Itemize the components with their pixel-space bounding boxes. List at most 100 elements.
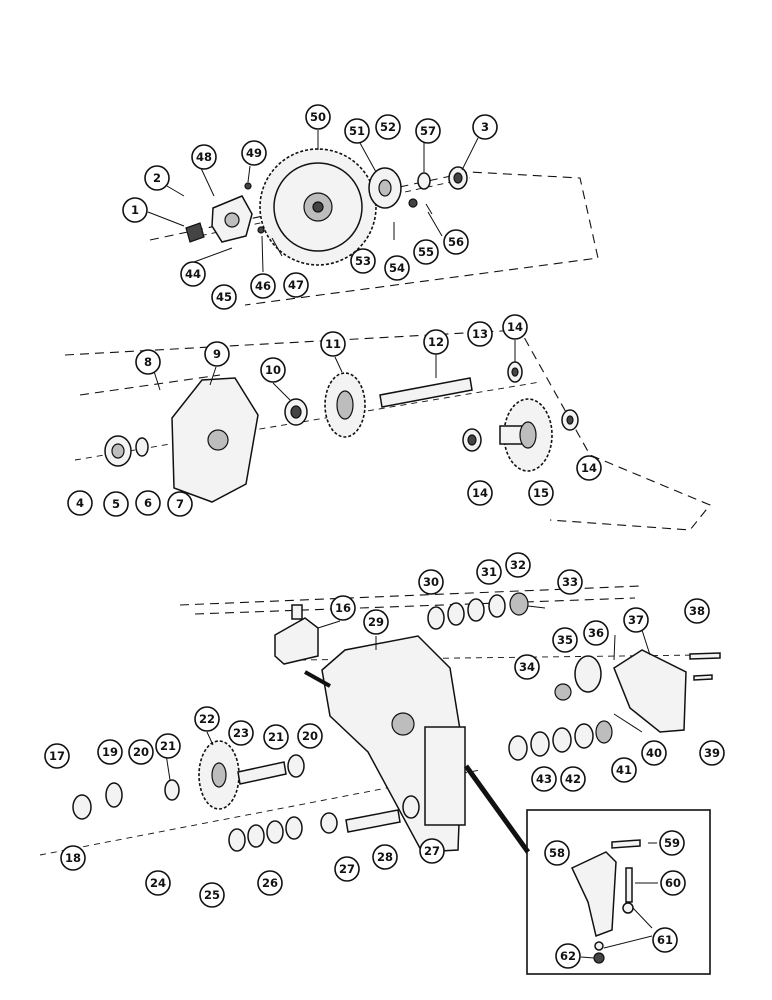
callout-10: 10: [260, 357, 286, 383]
callout-33: 33: [557, 569, 583, 595]
callout-17: 17: [44, 743, 70, 769]
svg-text:7: 7: [176, 497, 184, 511]
ring-part-41: [595, 720, 613, 744]
svg-text:54: 54: [389, 261, 405, 275]
svg-text:32: 32: [510, 558, 526, 572]
sprocket-assembly: [149, 148, 599, 306]
svg-text:14: 14: [581, 461, 597, 475]
shim-set-part-42: [508, 723, 594, 761]
callout-62: 62: [555, 943, 581, 969]
shaft-part-12: [379, 377, 473, 408]
svg-text:52: 52: [380, 120, 396, 134]
callout-24: 24: [145, 870, 171, 896]
nut-part-55: [408, 198, 418, 208]
callout-28: 28: [372, 844, 398, 870]
svg-text:56: 56: [448, 235, 464, 249]
callout-21-left: 21: [155, 733, 181, 759]
bearing-part-3: [448, 166, 468, 190]
ring-part-32: [509, 592, 529, 616]
cap-part-18: [72, 794, 92, 820]
callout-45: 45: [211, 284, 237, 310]
bearing-part-14-left: [462, 428, 482, 452]
sprocket-part-50: [259, 148, 377, 266]
svg-text:3: 3: [481, 120, 489, 134]
callout-47: 47: [283, 272, 309, 298]
bearing-part-21-left: [164, 779, 180, 801]
callout-14-left: 14: [467, 480, 493, 506]
shaft-part-28: [345, 809, 401, 833]
callout-27-left: 27: [334, 856, 360, 882]
svg-text:9: 9: [213, 347, 221, 361]
svg-text:10: 10: [265, 363, 281, 377]
svg-text:19: 19: [102, 745, 118, 759]
callout-35: 35: [552, 627, 578, 653]
svg-text:35: 35: [557, 633, 573, 647]
callout-46: 46: [250, 273, 276, 299]
callout-8: 8: [135, 349, 161, 375]
svg-text:55: 55: [418, 245, 434, 259]
svg-text:14: 14: [472, 486, 488, 500]
svg-text:43: 43: [536, 772, 552, 786]
svg-text:18: 18: [65, 851, 81, 865]
shaft-part-23: [237, 761, 287, 785]
callout-13: 13: [467, 321, 493, 347]
bearing-part-14-right: [561, 409, 579, 431]
gearbox-assembly: [39, 585, 721, 856]
svg-text:59: 59: [664, 836, 680, 850]
callout-57: 57: [415, 118, 441, 144]
svg-text:53: 53: [355, 254, 371, 268]
callout-59: 59: [659, 830, 685, 856]
callout-29: 29: [363, 609, 389, 635]
callout-15: 15: [528, 480, 554, 506]
svg-text:61: 61: [657, 933, 673, 947]
callout-49: 49: [241, 140, 267, 166]
svg-text:58: 58: [549, 846, 565, 860]
svg-text:31: 31: [481, 565, 497, 579]
callout-5: 5: [103, 491, 129, 517]
washer-part-61: [622, 902, 634, 914]
nut-part-46: [257, 226, 265, 234]
callout-27-right: 27: [419, 838, 445, 864]
svg-text:45: 45: [216, 290, 232, 304]
svg-text:36: 36: [588, 626, 604, 640]
svg-text:27: 27: [339, 862, 355, 876]
callout-18: 18: [60, 845, 86, 871]
svg-text:40: 40: [646, 746, 662, 760]
pinion-part-1: [185, 222, 205, 243]
callout-51: 51: [344, 118, 370, 144]
callout-50: 50: [305, 104, 331, 130]
svg-text:13: 13: [472, 327, 488, 341]
callout-30: 30: [418, 569, 444, 595]
washer-part-19: [105, 782, 123, 808]
svg-text:8: 8: [144, 355, 152, 369]
bracket-part-48: [211, 195, 253, 243]
svg-text:4: 4: [76, 496, 84, 510]
bearing-part-10: [284, 398, 308, 426]
callout-31: 31: [476, 559, 502, 585]
washer-part-61-lower: [594, 941, 604, 951]
svg-text:2: 2: [153, 171, 161, 185]
callout-56: 56: [443, 229, 469, 255]
callout-48: 48: [191, 144, 217, 170]
svg-text:28: 28: [377, 850, 393, 864]
callout-26: 26: [257, 870, 283, 896]
bolt-part-38: [689, 652, 721, 660]
callout-39: 39: [699, 740, 725, 766]
svg-text:11: 11: [325, 337, 341, 351]
callout-4: 4: [67, 490, 93, 516]
washer-part-6: [135, 437, 149, 457]
svg-text:5: 5: [112, 497, 120, 511]
shim-set-part-30: [427, 594, 506, 630]
seal-part-5: [104, 435, 132, 467]
bearing-part-27-right: [402, 795, 420, 819]
svg-text:15: 15: [533, 486, 549, 500]
gear-part-11: [324, 372, 366, 438]
svg-text:17: 17: [49, 749, 65, 763]
svg-text:21: 21: [268, 730, 284, 744]
svg-text:42: 42: [565, 772, 581, 786]
bearing-part-14-upper: [507, 361, 523, 383]
callout-7: 7: [167, 491, 193, 517]
svg-text:25: 25: [204, 888, 220, 902]
svg-text:50: 50: [310, 110, 326, 124]
